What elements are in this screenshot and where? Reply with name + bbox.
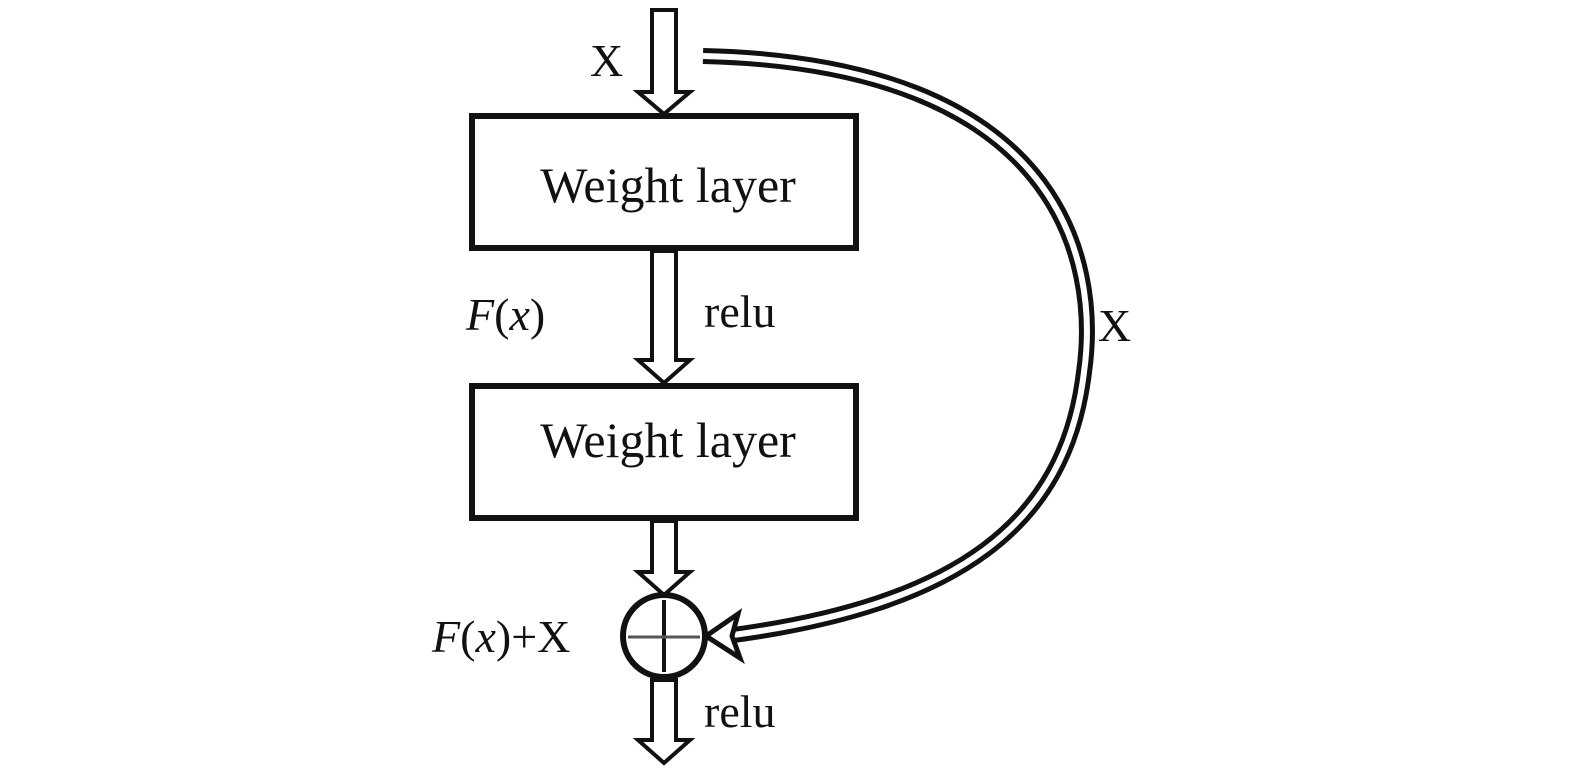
input-label: X	[590, 35, 623, 86]
weight-layer-1: Weight layer	[469, 113, 859, 251]
relu-middle-label: relu	[704, 286, 776, 337]
sum-label: F(x)+X	[431, 611, 570, 662]
relu-arrow-middle	[632, 249, 696, 386]
arrow-to-sum	[632, 519, 696, 598]
skip-connection-label: X	[1098, 300, 1131, 351]
relu-output-label: relu	[704, 686, 776, 737]
weight-layer-1-label: Weight layer	[540, 157, 796, 213]
sum-node	[620, 592, 708, 680]
input-arrow	[632, 8, 696, 117]
skip-connection-arrow	[701, 48, 1095, 665]
weight-layer-2: Weight layer	[469, 383, 859, 521]
weight-layer-2-label: Weight layer	[540, 412, 796, 468]
output-arrow	[632, 678, 696, 766]
fx-label: F(x)	[465, 289, 545, 340]
